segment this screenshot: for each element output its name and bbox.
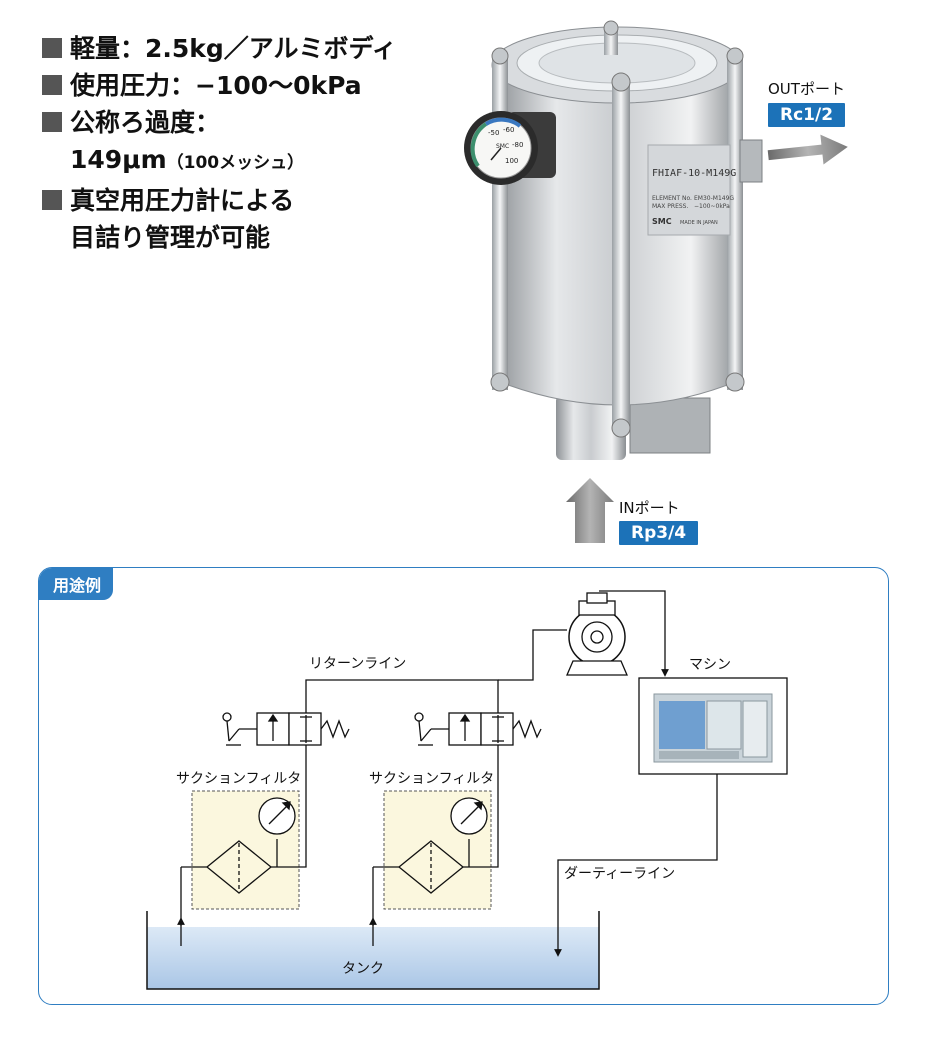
out-arrow-icon xyxy=(767,134,848,165)
circuit-diagram xyxy=(146,590,788,990)
made-in: MADE IN JAPAN xyxy=(680,220,718,226)
gauge-value: -50 xyxy=(488,129,499,137)
feature-pressure: 使用圧力：−100〜0kPa xyxy=(42,67,397,104)
feature-filtration: 公称ろ過度： 149μm（100メッシュ） xyxy=(42,104,397,182)
feature-gauge-line1: 真空用圧力計による xyxy=(70,186,295,215)
dirty-line-label: ダーティーライン xyxy=(564,866,676,882)
filter-symbol-icon xyxy=(372,745,499,926)
max-press-label: MAX PRESS. xyxy=(652,203,688,210)
feature-weight-text: 軽量：2.5kg／アルミボディ xyxy=(70,34,397,63)
gauge-brand: SMC xyxy=(496,143,509,150)
suction-filter-label-2: サクションフィルタ xyxy=(369,771,495,787)
bullet-square-icon xyxy=(42,38,62,58)
bullet-square-icon xyxy=(42,75,62,95)
label-plate xyxy=(647,144,731,236)
directional-valve-2 xyxy=(414,712,542,746)
tank-label: タンク xyxy=(342,961,384,977)
tie-rod xyxy=(727,55,743,390)
out-port-size: Rc1/2 xyxy=(768,103,846,127)
element-label: ELEMENT No. xyxy=(652,195,692,202)
product-illustration: FHIAF-10-M149G ELEMENT No. EM30-M149G MA… xyxy=(464,20,848,543)
return-line xyxy=(305,679,499,713)
filter-symbol-icon xyxy=(180,745,307,926)
out-port-label: OUTポート xyxy=(768,80,845,98)
gauge-value: 100 xyxy=(505,157,518,165)
bottom-bracket xyxy=(629,397,711,454)
feature-filtration-title: 公称ろ過度： xyxy=(70,108,221,137)
suction-filter-label-1: サクションフィルタ xyxy=(176,771,302,787)
bullet-square-icon xyxy=(42,112,62,132)
in-port-label: INポート xyxy=(619,499,680,517)
feature-filtration-value: 149μm（100メッシュ） xyxy=(70,141,304,182)
model-label: FHIAF-10-M149G xyxy=(652,168,736,179)
pump-icon xyxy=(566,592,628,676)
tie-rod xyxy=(492,55,508,390)
gauge-value: -80 xyxy=(512,141,523,149)
machine-icon xyxy=(638,677,788,775)
directional-valve-1 xyxy=(222,712,350,746)
max-press-value: −100~0kPa xyxy=(694,203,730,210)
brand-logo: SMC xyxy=(652,217,672,226)
return-line-label: リターンライン xyxy=(309,656,407,672)
outlet-port xyxy=(739,139,763,183)
dirty-line xyxy=(554,774,718,957)
in-port-size: Rp3/4 xyxy=(619,521,699,545)
filtration-mesh: （100メッシュ） xyxy=(166,153,305,173)
feature-gauge: 真空用圧力計による 目詰り管理が可能 xyxy=(42,182,397,256)
feature-weight: 軽量：2.5kg／アルミボディ xyxy=(42,30,397,67)
filtration-micron: 149μm xyxy=(70,145,167,174)
feature-pressure-text: 使用圧力：−100〜0kPa xyxy=(70,71,362,100)
element-value: EM30-M149G xyxy=(694,195,734,202)
feature-list: 軽量：2.5kg／アルミボディ 使用圧力：−100〜0kPa 公称ろ過度： 14… xyxy=(42,30,397,256)
machine-label: マシン xyxy=(689,657,731,673)
usage-title: 用途例 xyxy=(39,568,114,600)
usage-example-panel: 用途例 xyxy=(38,567,889,1005)
tie-rod xyxy=(612,80,630,425)
bullet-square-icon xyxy=(42,190,62,210)
in-arrow-icon xyxy=(566,478,614,543)
gauge-value: -60 xyxy=(503,126,514,134)
feature-gauge-line2: 目詰り管理が可能 xyxy=(70,223,271,252)
bottom-port xyxy=(556,395,626,460)
